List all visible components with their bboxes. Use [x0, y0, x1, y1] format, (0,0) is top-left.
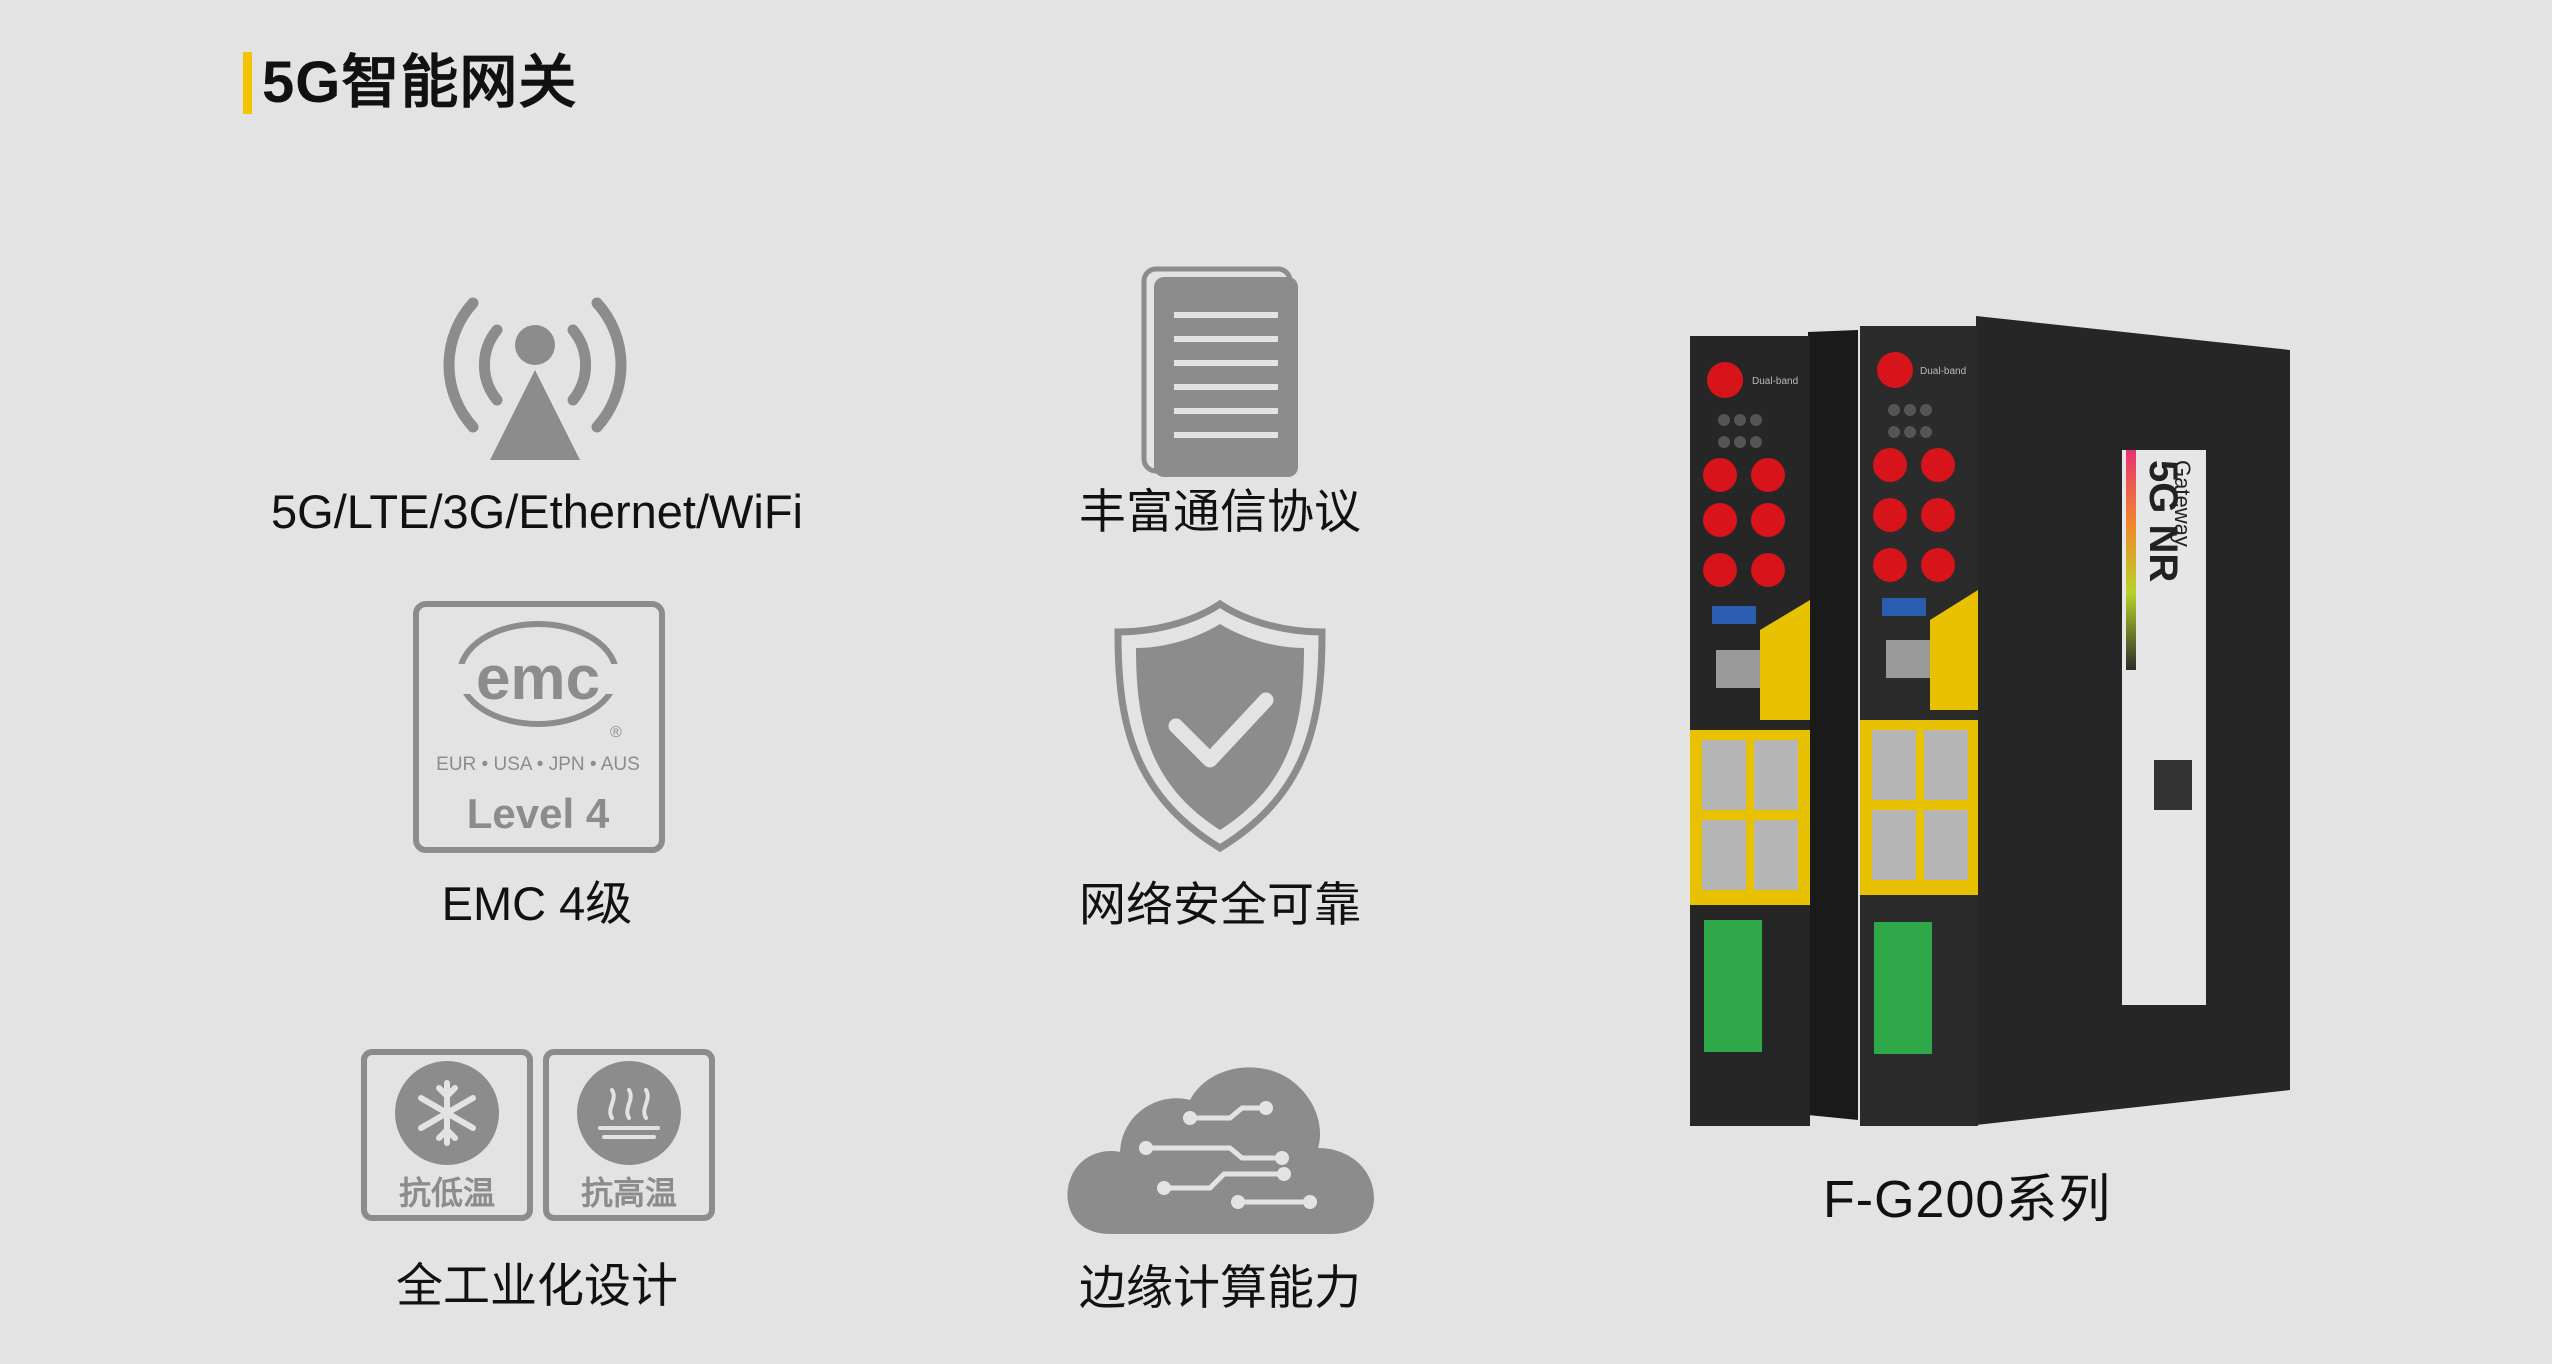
- emc-logo-text: emc: [476, 644, 600, 713]
- gateway-unit-right: 5G NR Gateway Dual-band: [1860, 316, 2290, 1126]
- high-temperature-badge: 抗高温: [542, 1048, 716, 1222]
- high-temp-text: 抗高温: [581, 1174, 677, 1212]
- feature-label-connectivity: 5G/LTE/3G/Ethernet/WiFi: [271, 485, 803, 538]
- title-accent-bar: [243, 52, 252, 114]
- feature-label-emc: EMC 4级: [441, 877, 633, 930]
- low-temperature-badge: 抗低温: [360, 1048, 534, 1222]
- product-caption: F-G200系列: [1823, 1171, 2112, 1229]
- emc-badge-icon: emc ® EUR • USA • JPN • AUS Level 4: [412, 600, 666, 854]
- cloud-network-icon: [1060, 1052, 1380, 1242]
- emc-registered-mark: ®: [610, 724, 622, 741]
- feature-label-edge: 边缘计算能力: [1079, 1261, 1361, 1314]
- product-image-gateways: Dual-band 5G NR Gateway Dual-band: [1680, 310, 2300, 1145]
- product-side-subtext: Gateway: [2170, 460, 2195, 547]
- feature-label-protocols: 丰富通信协议: [1079, 485, 1361, 538]
- page-title: 5G智能网关: [262, 50, 578, 115]
- document-icon: [1140, 265, 1300, 480]
- emc-level-text: Level 4: [467, 790, 610, 837]
- feature-label-industrial: 全工业化设计: [396, 1259, 678, 1312]
- low-temp-text: 抗低温: [399, 1174, 495, 1212]
- shield-check-icon: [1110, 598, 1330, 853]
- gateway-unit-left: Dual-band: [1690, 330, 1858, 1126]
- svg-text:Dual-band: Dual-band: [1920, 366, 1966, 377]
- product-side-text: 5G NR: [2141, 460, 2185, 582]
- feature-label-security: 网络安全可靠: [1079, 878, 1361, 931]
- svg-text:Dual-band: Dual-band: [1752, 376, 1798, 387]
- emc-regions-text: EUR • USA • JPN • AUS: [436, 754, 640, 775]
- antenna-signal-icon: [435, 275, 635, 465]
